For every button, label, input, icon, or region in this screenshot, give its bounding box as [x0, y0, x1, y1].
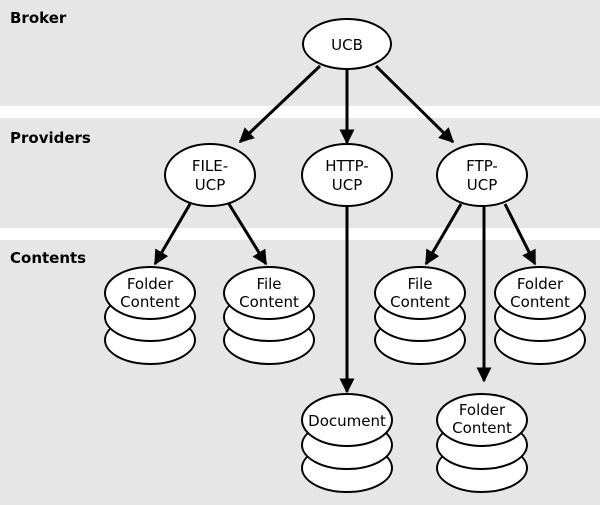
broker-band: [0, 0, 600, 106]
ftp-folder-content-deep-line1: Folder: [459, 401, 506, 419]
file-folder-content-stack: Folder Content: [104, 266, 196, 365]
ftp-ucp-label-line1: FTP-: [466, 157, 498, 175]
arrow-ftp-ucp-to-file: [424, 203, 463, 266]
file-folder-content-line2: Content: [120, 293, 180, 311]
file-file-content-stack: File Content: [223, 266, 315, 365]
ftp-folder-content-line1: Folder: [517, 275, 564, 293]
connector-arrows: [153, 64, 537, 394]
ftp-ucp-label-line2: UCP: [467, 176, 498, 194]
ftp-file-content-stack: File Content: [374, 266, 466, 365]
broker-layer-label: Broker: [10, 9, 67, 27]
http-ucp-label-line1: HTTP-: [325, 157, 368, 175]
ucb-label: UCB: [331, 36, 363, 54]
contents-layer-label: Contents: [10, 249, 87, 267]
file-ucp-label-line2: UCP: [195, 176, 226, 194]
file-file-content-line2: Content: [239, 293, 299, 311]
file-file-content-line1: File: [256, 275, 281, 293]
arrow-ftp-ucp-to-folder: [503, 203, 537, 266]
http-ucp-label-line2: UCP: [332, 176, 363, 194]
http-ucp-node: HTTP- UCP: [301, 143, 393, 207]
arrow-ucb-to-file-ucp: [238, 64, 322, 144]
arrow-ucb-to-ftp-ucp: [374, 64, 455, 144]
ftp-file-content-line2: Content: [390, 293, 450, 311]
ftp-folder-content-line2: Content: [510, 293, 570, 311]
ftp-folder-content-stack: Folder Content: [494, 266, 586, 365]
arrow-file-ucp-to-file: [227, 203, 268, 266]
arrow-file-ucp-to-folder: [153, 203, 192, 266]
ftp-folder-content-deep-line2: Content: [452, 419, 512, 437]
file-ucp-label-line1: FILE-: [192, 157, 228, 175]
ucb-node: UCB: [302, 18, 392, 70]
http-document-stack: Document: [301, 393, 393, 493]
file-ucp-node: FILE- UCP: [164, 143, 256, 207]
ftp-folder-content-deep-stack: Folder Content: [436, 393, 528, 493]
http-document-label: Document: [308, 412, 386, 430]
ftp-file-content-line1: File: [407, 275, 432, 293]
providers-layer-label: Providers: [10, 129, 91, 147]
ftp-ucp-node: FTP- UCP: [436, 143, 528, 207]
file-folder-content-line1: Folder: [127, 275, 174, 293]
